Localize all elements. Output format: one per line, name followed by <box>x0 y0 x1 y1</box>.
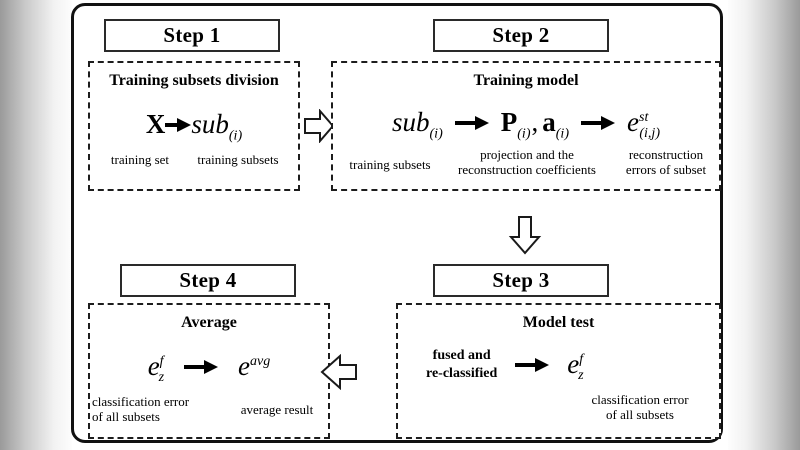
step-2-caption-reconstruction-line1: reconstruction <box>628 147 704 162</box>
step-2-panel-title: Training model <box>473 72 579 89</box>
step-4-panel-title: Average <box>181 314 237 331</box>
step-1-formula: X sub(i) <box>90 109 298 144</box>
symbol-e-f-z: efz <box>567 349 584 384</box>
step-2-header-box: Step 2 <box>433 19 609 52</box>
step-1-caption-training-set: training set <box>110 152 170 167</box>
step-3-caption-classification-error: classification error of all subsets <box>566 392 714 423</box>
step-3-label-line1: fused and <box>432 348 491 363</box>
arrow-step3-to-step4 <box>320 354 358 390</box>
symbol-e-st-ij: est(i,j) <box>627 107 660 142</box>
step-2-caption-projection: projection and the reconstruction coeffi… <box>441 147 613 178</box>
step-3-header-box: Step 3 <box>433 264 609 297</box>
symbol-X: X <box>145 109 166 139</box>
solid-arrow-right-icon <box>581 115 615 130</box>
step-2-caption-projection-line2: reconstruction coefficients <box>457 161 596 177</box>
solid-arrow-right-icon <box>184 359 219 374</box>
step-2-caption-reconstruction-errors: reconstruction errors of subset <box>613 147 719 178</box>
step-4-caption-average-result: average result <box>240 402 314 417</box>
solid-arrow-right-icon <box>515 357 550 372</box>
step-3-formula: fused and re-classified efz <box>398 347 719 382</box>
step-4-caption-classification-error: classification error of all subsets <box>92 394 224 425</box>
letterbox-bar-left <box>0 0 72 450</box>
step-3-caption-line2: of all subsets <box>606 406 674 422</box>
step-2-caption-projection-line1: projection and the <box>480 147 574 162</box>
step-2-panel: Training model sub(i) P(i) , a(i) est(i,… <box>331 61 721 191</box>
step-3-panel: Model test fused and re-classified efz c… <box>396 303 721 439</box>
step-1-header-box: Step 1 <box>104 19 280 52</box>
solid-arrow-right-icon <box>454 115 489 130</box>
step-2-formula: sub(i) P(i) , a(i) est(i,j) <box>333 107 719 142</box>
symbol-e-avg: eavg <box>238 351 271 381</box>
step-2-caption-training-subsets: training subsets <box>349 157 431 172</box>
symbol-e-f-z: efz <box>147 351 165 386</box>
symbol-comma: , <box>531 107 539 137</box>
step-3-label-fused-reclassified: fused and re-classified <box>426 347 497 382</box>
step-4-panel: Average efz eavg classification error of… <box>88 303 330 439</box>
step-3-label-line2: re-classified <box>426 365 498 381</box>
arrow-step1-to-step2 <box>303 109 335 143</box>
step-4-header-box: Step 4 <box>120 264 296 297</box>
step-4-caption-line2: of all subsets <box>92 408 160 424</box>
flowchart-frame: Step 1 Step 2 Training subsets division … <box>71 3 723 443</box>
symbol-a-i: a(i) <box>542 107 569 142</box>
arrow-step2-to-step3 <box>508 215 542 255</box>
letterbox-bar-right <box>728 0 800 450</box>
step-4-caption-line1: classification error <box>92 394 190 409</box>
symbol-P-i: P(i) <box>500 107 531 142</box>
step-4-formula: efz eavg <box>90 351 328 386</box>
step-1-panel-title: Training subsets division <box>109 72 279 89</box>
solid-arrow-right-icon <box>165 117 192 132</box>
step-1-panel: Training subsets division X sub(i) train… <box>88 61 300 191</box>
symbol-sub-i: sub(i) <box>391 107 443 142</box>
symbol-sub-i: sub(i) <box>191 109 243 144</box>
step-2-caption-reconstruction-line2: errors of subset <box>625 161 707 177</box>
step-3-caption-line1: classification error <box>591 392 689 407</box>
step-1-caption-training-subsets: training subsets <box>197 152 279 167</box>
step-3-panel-title: Model test <box>522 314 595 331</box>
